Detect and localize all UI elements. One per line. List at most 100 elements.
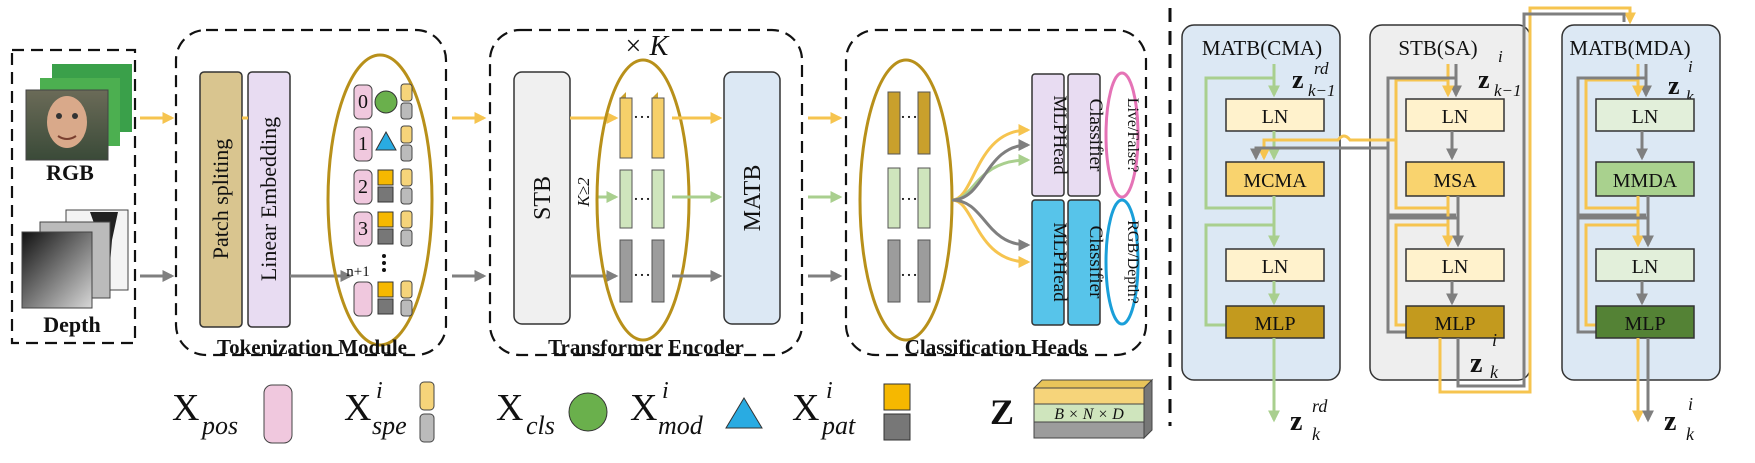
svg-text:…: … [900,184,918,204]
input-frame [10,48,137,345]
sa-msa [1405,161,1505,197]
svg-text:i: i [1688,57,1693,76]
legend-cls: X cls [496,387,608,440]
svg-text:LN: LN [1442,106,1469,128]
sa-mlp [1405,305,1505,339]
svg-text:B × N × D: B × N × D [1054,406,1124,423]
svg-text:i: i [662,378,669,404]
token-pos-1 [353,126,373,162]
token-pos-n1 [353,281,373,317]
svg-text:LN: LN [1262,256,1289,278]
svg-text:X: X [792,387,819,429]
encoder-green-tokens: … [619,169,665,229]
svg-text:z: z [1290,406,1302,437]
depth-label: Depth [43,312,100,337]
k-condition: K≥2 [574,177,593,208]
cma-mlp [1225,305,1325,339]
encoder-repeat: × K [624,31,670,62]
svg-text:X: X [344,387,371,429]
token-index-n1: n+1 [346,264,369,280]
svg-text:k−1: k−1 [1494,81,1522,100]
rgb-label: RGB [46,160,94,185]
svg-text:MMDA: MMDA [1613,170,1678,192]
encoder-title: Transformer Encoder [548,335,744,359]
svg-text:z: z [1478,65,1490,94]
svg-text:MSA: MSA [1433,170,1477,192]
svg-text:k: k [1686,424,1695,444]
mlphead-1-label: MLPHead [1049,95,1070,175]
svg-text:Z: Z [990,392,1014,432]
stb-label: STB [530,176,556,220]
mda-title: MATB(MDA) [1569,36,1690,60]
svg-text:k: k [1490,362,1499,382]
mda-mmda [1595,161,1695,197]
svg-text:…: … [633,184,651,204]
encoder-token-ellipse [595,58,691,342]
svg-text:i: i [826,378,833,404]
classifier-2 [1067,199,1101,326]
svg-text:…: … [633,260,651,280]
svg-text:k: k [1686,87,1694,106]
svg-text:k−1: k−1 [1308,81,1336,100]
svg-text:rd: rd [1314,59,1329,78]
legend-spe: X i spe [344,378,435,443]
svg-text:z: z [1292,65,1304,94]
token-index-3: 3 [358,218,368,240]
legend: X pos X i spe X cls X i mod X i pat [172,378,1154,444]
svg-text:…: … [900,102,918,122]
stb-sa-block: STB(SA) z i k−1 LN MSA LN MLP z i k [1250,6,1636,394]
mda-ln2 [1595,248,1695,282]
svg-text:MLP: MLP [1254,313,1295,335]
classifier-2-label: Classifier [1085,226,1106,299]
svg-text:X: X [172,387,199,429]
heads-frame [844,28,1148,357]
svg-text:i: i [1688,394,1693,414]
svg-text:MLP: MLP [1624,313,1665,335]
input-panel: RGB Depth [10,48,137,345]
sa-ln1 [1405,98,1505,132]
svg-text:k: k [1312,424,1321,444]
svg-text:spe: spe [372,411,407,440]
sa-title: STB(SA) [1398,36,1477,60]
matb-label: MATB [740,165,766,232]
classification-heads: … … … MLPHead Classifier Live/False? MLP… [844,28,1148,359]
svg-text:X: X [630,387,657,429]
matb-mda-block: MATB(MDA) z i k LN MMDA LN MLP z i k [1561,24,1721,444]
svg-text:z: z [1664,406,1676,437]
mlphead-2 [1031,199,1065,326]
svg-text:i: i [1492,330,1497,350]
svg-text:MLP: MLP [1434,313,1475,335]
output-live-false-label: Live/False? [1124,98,1141,173]
svg-text:…: … [633,102,651,122]
cma-title: MATB(CMA) [1202,36,1322,60]
output-rgb-depth-label: RGB/Depth? [1124,220,1141,304]
encoder-gray-tokens: … [619,239,665,303]
encoder-yellow-tokens: … [619,92,665,159]
output-live-false [1104,71,1140,199]
sa-ln2 [1405,248,1505,282]
token-index-0: 0 [358,91,368,113]
rgb-image [25,64,132,161]
legend-pat: X i pat [792,378,911,441]
svg-text:LN: LN [1442,256,1469,278]
stb-box [513,71,571,325]
svg-text:pat: pat [820,411,856,440]
svg-text:rd: rd [1312,396,1328,416]
token-pos-2 [353,169,373,205]
cls-token-circle [374,90,398,114]
svg-text:LN: LN [1632,256,1659,278]
svg-text:z: z [1668,71,1680,100]
heads-title: Classification Heads [905,335,1088,359]
matb-cma-block: MATB(CMA) z rd k−1 LN MCMA LN MLP z rd k [1181,24,1341,444]
svg-text:cls: cls [526,411,555,440]
tokenization-module: Patch spliting Linear Embedding 0 1 2 3 [174,28,448,359]
mda-mlp [1595,305,1695,339]
legend-mod: X i mod [630,378,763,440]
linear-embedding-box [247,71,291,328]
patch-splitting-box [199,71,243,328]
mod-token-triangle [375,130,397,151]
cma-mcma [1225,161,1325,197]
transformer-encoder: × K STB K≥2 … … … MATB Tr [488,28,804,359]
classifier-1 [1067,73,1101,197]
